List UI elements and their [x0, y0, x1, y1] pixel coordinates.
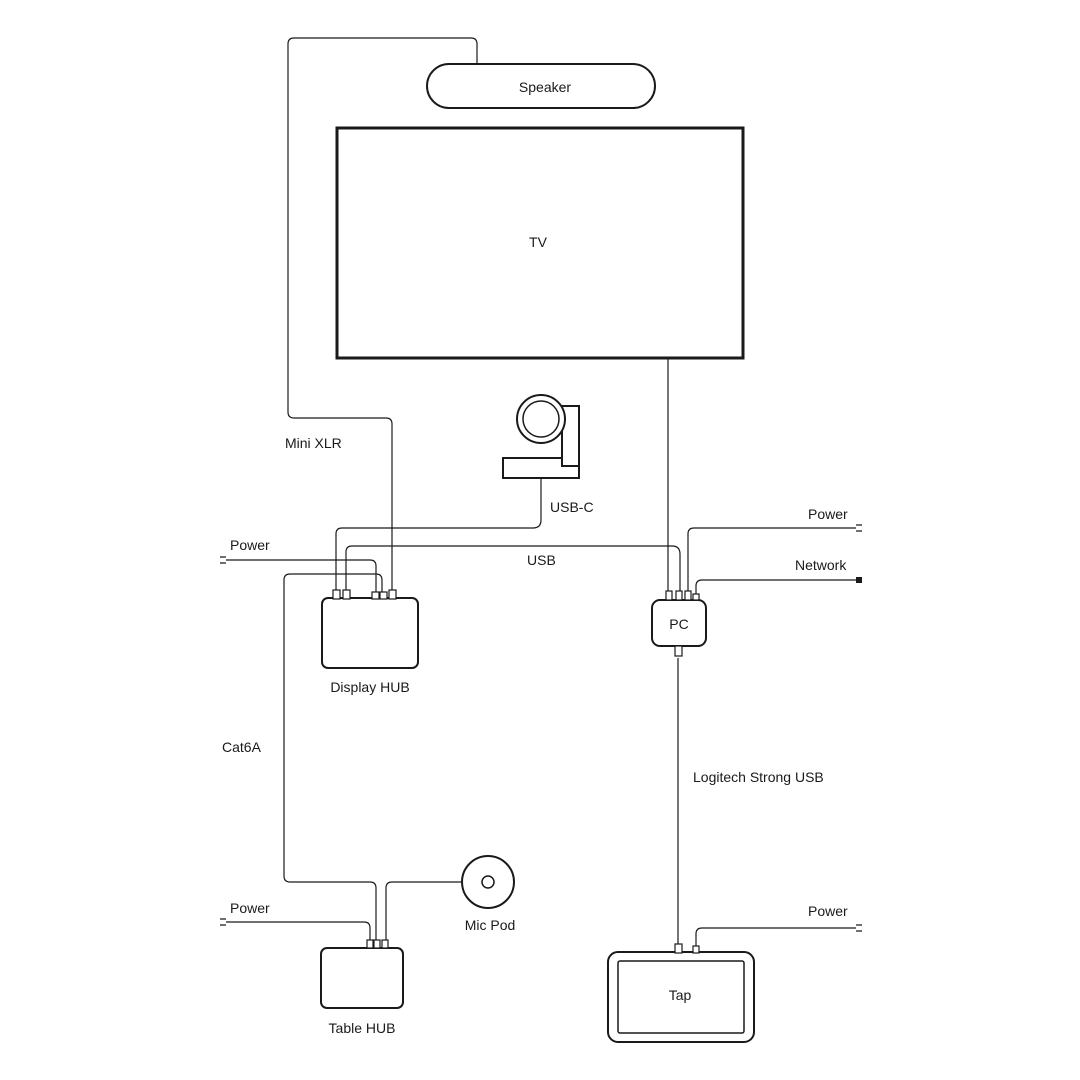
cable-labels: Mini XLR USB-C USB Power Cat6A Power Pow…: [222, 435, 848, 919]
strong-usb-label: Logitech Strong USB: [693, 769, 824, 785]
power-cable-table-hub: [226, 921, 371, 942]
network-cable: [695, 579, 856, 596]
display-hub-device: Display HUB: [321, 589, 419, 695]
cat6a-label: Cat6A: [222, 739, 262, 755]
tv-label: TV: [529, 234, 548, 250]
power-label-table-hub: Power: [230, 900, 270, 916]
mic-pod-icon: [461, 855, 515, 909]
display-hub-label: Display HUB: [330, 679, 409, 695]
tap-device: Tap: [607, 943, 755, 1043]
speaker-label: Speaker: [519, 79, 571, 95]
network-label: Network: [795, 557, 847, 573]
tap-label: Tap: [669, 987, 692, 1003]
mini-xlr-label: Mini XLR: [285, 435, 342, 451]
usb-label: USB: [527, 552, 556, 568]
power-plug-icon-pc: [856, 524, 862, 532]
speaker-device: Speaker: [426, 63, 656, 109]
cat6a-cable: [283, 573, 383, 942]
power-label-tap: Power: [808, 903, 848, 919]
power-label-display-hub: Power: [230, 537, 270, 553]
mic-pod-label: Mic Pod: [465, 917, 516, 933]
table-hub-device: Table HUB: [320, 939, 404, 1036]
tv-device: TV: [335, 126, 745, 360]
power-plug-icon-display-hub: [220, 556, 226, 564]
camera-icon: [502, 394, 580, 479]
power-cable-display-hub: [226, 559, 377, 592]
usb-c-label: USB-C: [550, 499, 594, 515]
mic-pod-cable: [385, 881, 462, 942]
table-hub-label: Table HUB: [329, 1020, 396, 1036]
usb-c-cable: [335, 478, 542, 592]
power-cable-pc: [687, 527, 856, 592]
pc-device: PC: [651, 590, 707, 657]
power-plug-icon-tap: [856, 924, 862, 932]
power-label-pc: Power: [808, 506, 848, 522]
usb-cable: [345, 545, 681, 592]
mini-xlr-cable: [287, 37, 478, 592]
pc-label: PC: [669, 616, 688, 632]
network-plug-icon: [856, 577, 862, 583]
power-cable-tap: [695, 927, 856, 948]
power-plug-icon-table-hub: [220, 918, 226, 926]
cables: [226, 37, 856, 948]
